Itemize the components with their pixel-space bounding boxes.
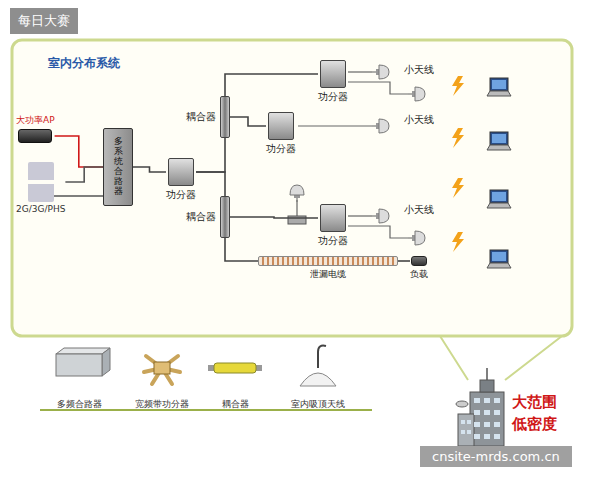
cable-connector (55, 136, 103, 167)
legend-item: 宽频带功分器 (135, 392, 189, 411)
device-icon (268, 112, 294, 140)
label-holder: 每日大赛 (10, 8, 78, 34)
cable-connector (133, 167, 166, 172)
splitter-box: 功分器 (166, 158, 196, 202)
signal-bolts (452, 76, 464, 252)
callout-tail (440, 336, 562, 380)
legend-item: 室内吸顶天线 (291, 392, 345, 411)
device-icon (320, 60, 346, 88)
leaky-cable: 泄漏电缆 (258, 256, 398, 281)
cable-connector (196, 138, 225, 172)
legend-label: 耦合器 (222, 399, 249, 409)
node-label: 泄漏电缆 (310, 268, 346, 281)
coverage-note: 大范围 (512, 393, 557, 412)
antenna-label: 小天线 (404, 113, 434, 127)
node-label: 功分器 (166, 188, 196, 202)
cable-connector (230, 117, 266, 126)
antenna-wires (297, 72, 408, 238)
device-icon (411, 256, 427, 266)
load-box: 负载 (410, 256, 428, 281)
building (456, 368, 504, 446)
label-holder: cnsite-mrds.com.cn (420, 446, 572, 467)
label-holder: 小天线 (404, 58, 434, 77)
cable-connector (225, 74, 318, 96)
ap-router: 大功率AP (16, 114, 55, 143)
legend-item: 多频合路器 (57, 392, 102, 411)
legend-item: 耦合器 (222, 392, 249, 411)
legend-label: 宽频带功分器 (135, 399, 189, 409)
node-label: 大功率AP (16, 114, 55, 127)
legend-label: 室内吸顶天线 (291, 399, 345, 409)
node-label: 负载 (410, 268, 428, 281)
base-station: 2G/3G/PHS (16, 162, 65, 214)
node-label: 2G/3G/PHS (16, 204, 65, 214)
label-holder: 低密度 (512, 414, 557, 434)
combiner-box: 多系统合路器 (103, 128, 133, 206)
splitter-box: 功分器 (318, 60, 348, 104)
feed-wire (46, 195, 103, 197)
label-holder: 小天线 (404, 198, 434, 217)
node-label: 功分器 (318, 90, 348, 104)
label-holder: 大范围 (512, 392, 557, 412)
legend-pictures (40, 346, 372, 410)
device-icon (220, 196, 230, 238)
coverage-note: 低密度 (512, 415, 557, 434)
system-panel (12, 40, 572, 336)
splitter-box: 功分器 (266, 112, 296, 156)
watermark: 每日大赛 (10, 8, 78, 34)
coupler-box: 耦合器 (186, 96, 230, 138)
device-icon (28, 162, 54, 202)
device-icon (168, 158, 194, 186)
node-label: 耦合器 (186, 210, 216, 224)
watermark: cnsite-mrds.com.cn (420, 446, 572, 467)
cable-connector (230, 217, 318, 218)
node-label: 功分器 (266, 142, 296, 156)
label-holder: 小天线 (404, 108, 434, 127)
node-label: 多系统合路器 (114, 137, 123, 196)
device-icon: 多系统合路器 (103, 128, 133, 206)
antenna-label: 小天线 (404, 203, 434, 217)
node-label: 功分器 (318, 234, 348, 248)
device-icon (320, 204, 346, 232)
cable-connector (398, 260, 410, 262)
cable-connector (225, 238, 258, 261)
device-icon (258, 256, 398, 266)
laptops (487, 78, 511, 268)
title-holder: 室内分布系统 (48, 52, 120, 72)
device-icon (220, 96, 230, 138)
antenna-label: 小天线 (404, 63, 434, 77)
coupler-box: 耦合器 (186, 196, 230, 238)
cable-connector (65, 167, 103, 182)
device-icon (18, 129, 52, 143)
node-label: 耦合器 (186, 110, 216, 124)
legend-label: 多频合路器 (57, 399, 102, 409)
diagram-title: 室内分布系统 (48, 56, 120, 70)
splitter-box: 功分器 (318, 204, 348, 248)
cable-connector (196, 172, 225, 196)
